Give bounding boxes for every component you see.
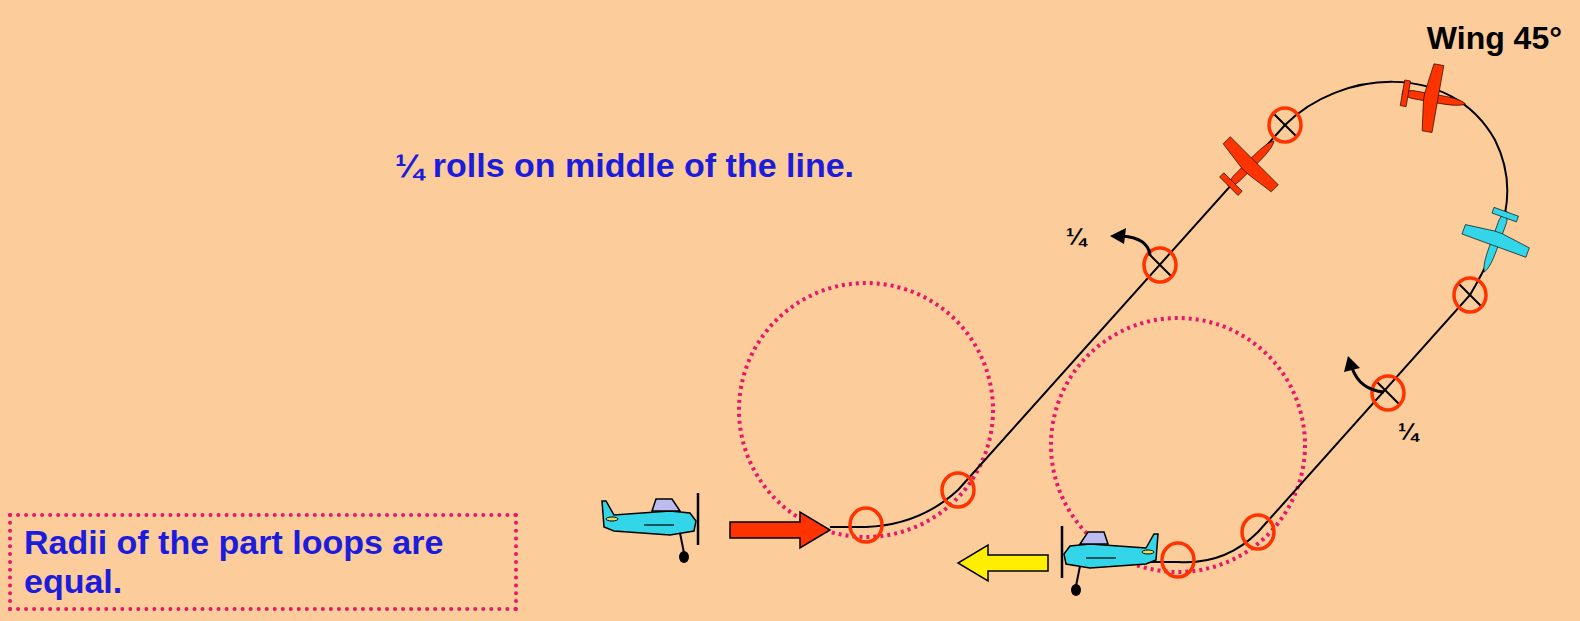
roll-fraction: ¼ <box>1398 418 1418 446</box>
plane-side <box>1062 526 1158 596</box>
roll-arrows <box>1122 236 1384 392</box>
note-text: Radii of the part loops are equal. <box>24 523 502 601</box>
entry-arrow <box>730 512 830 548</box>
plane-red <box>1205 117 1298 210</box>
plane-side <box>602 493 698 563</box>
arrowhead <box>1344 356 1360 372</box>
flight-path <box>830 82 1507 562</box>
plane-red <box>1397 59 1472 137</box>
part-loop-circle <box>739 283 993 537</box>
exit-arrow <box>958 545 1048 581</box>
roll-fraction: ¼ <box>1066 223 1086 251</box>
roll-note: ¼ rolls on middle of the line. <box>395 146 854 185</box>
wing-angle-note: Wing 45° <box>1427 20 1562 57</box>
arrowhead <box>1110 228 1126 244</box>
marker-circles <box>850 108 1486 577</box>
roll-marks <box>1148 113 1482 405</box>
plane-cyan <box>1452 200 1538 283</box>
note-box: Radii of the part loops are equal. <box>8 513 518 611</box>
